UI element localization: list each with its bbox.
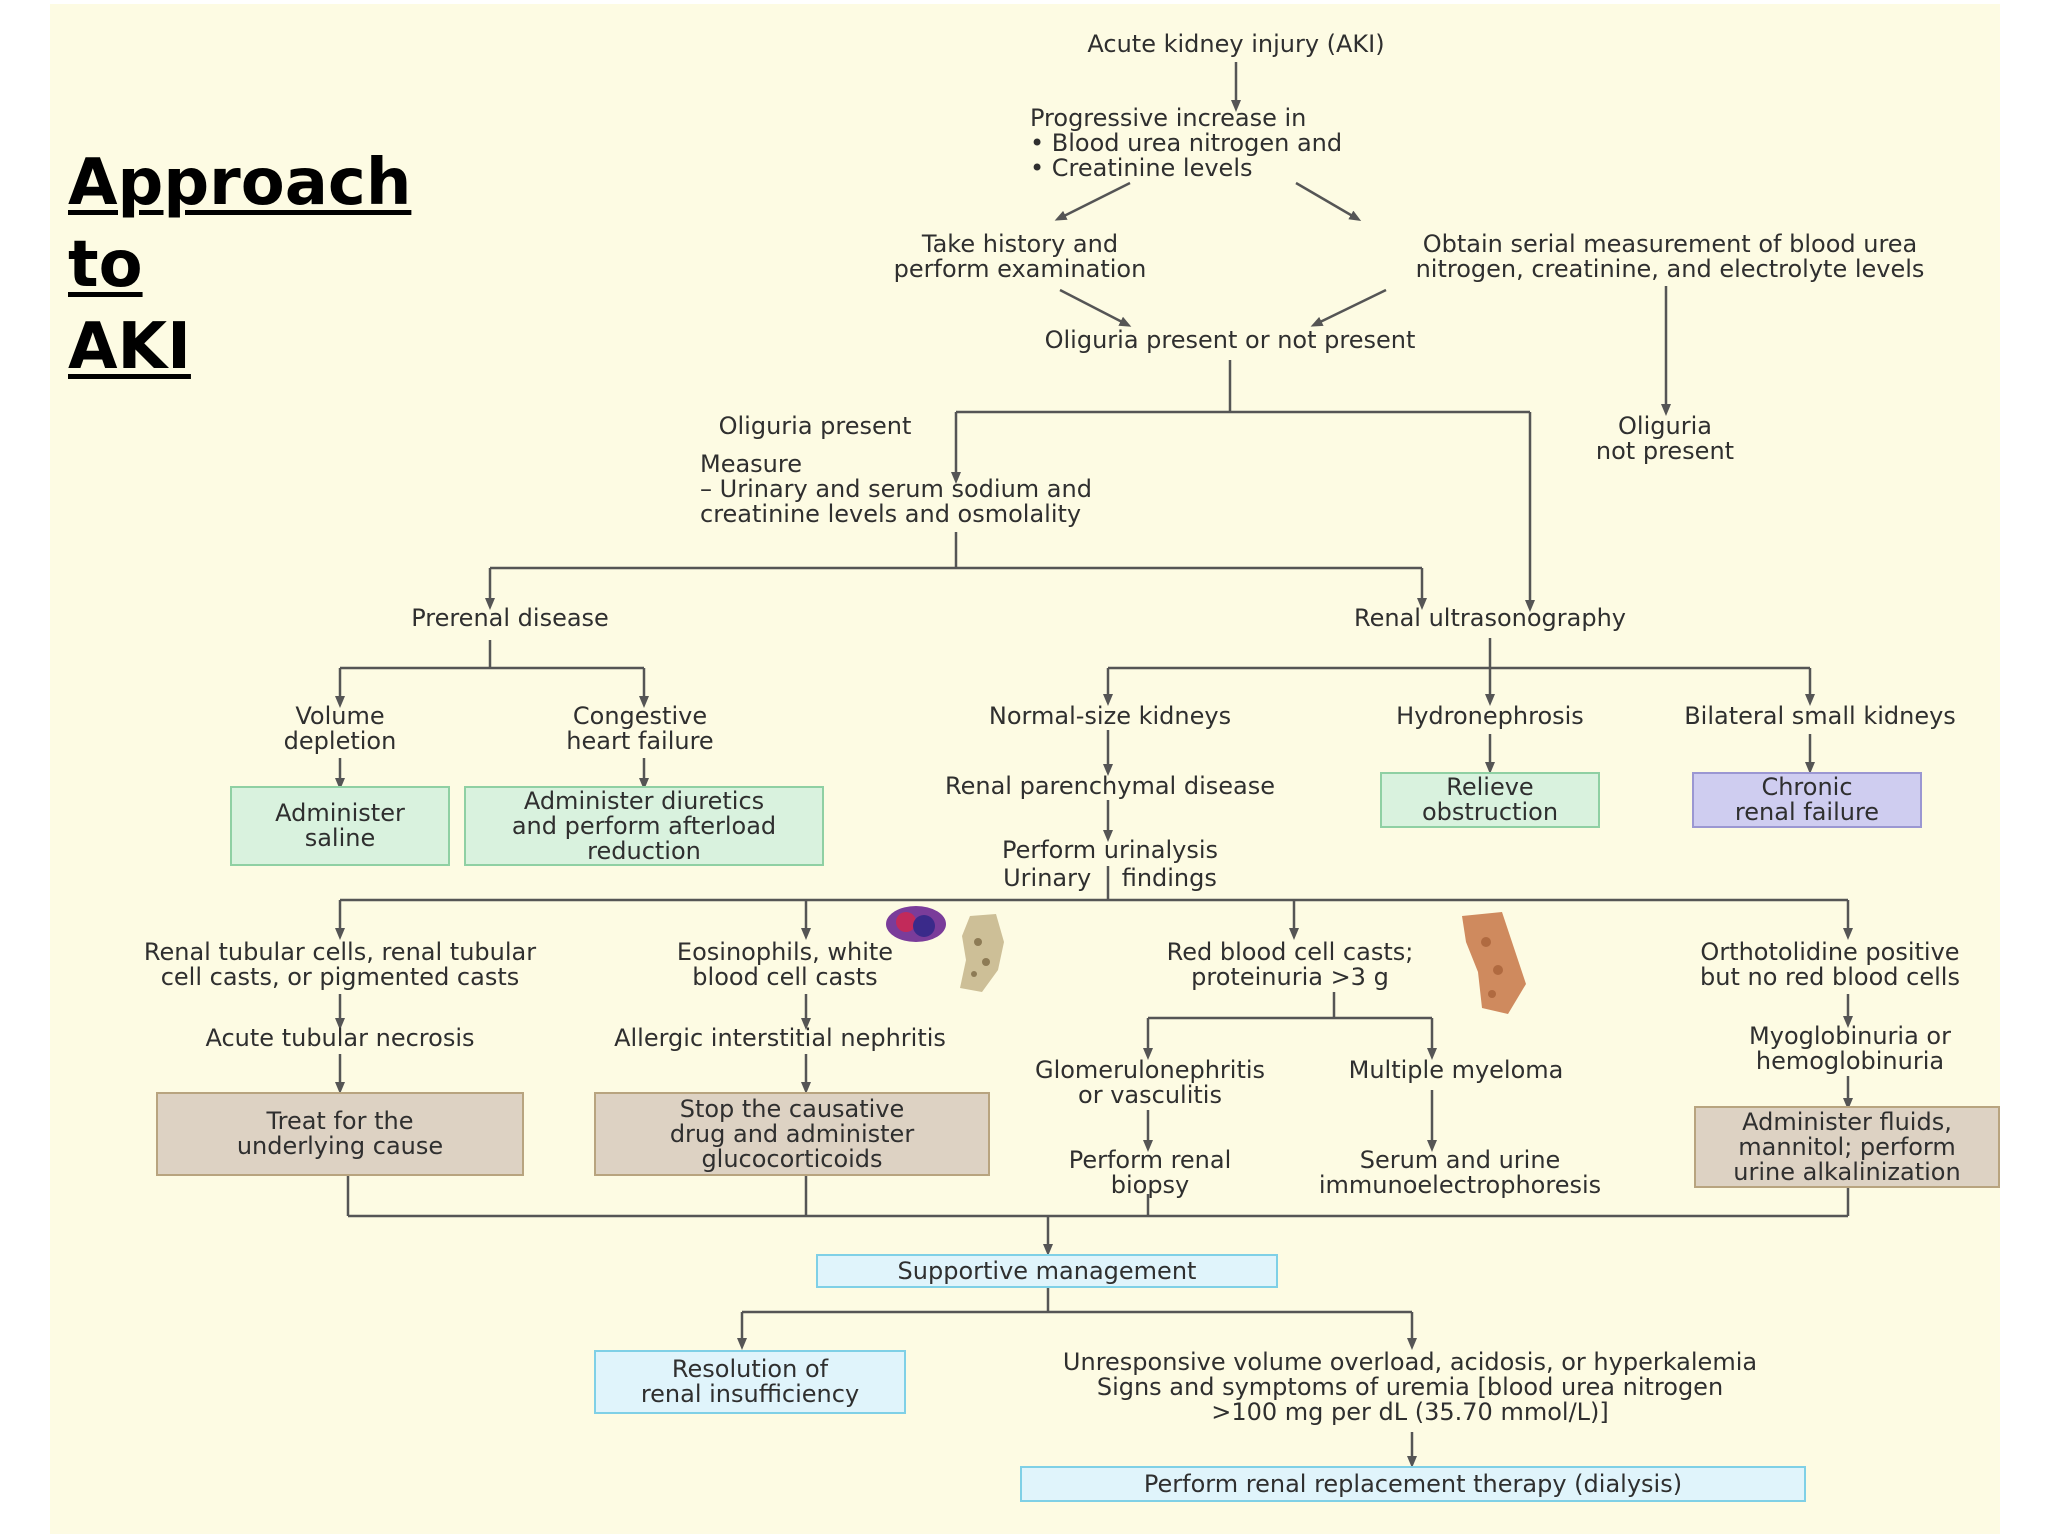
- node-serial-measurement: Obtain serial measurement of blood urea …: [1415, 230, 1925, 283]
- box-administer-fluids-label: Administer fluids, mannitol; perform uri…: [1733, 1107, 1961, 1186]
- node-renal-parenchymal-disease: Renal parenchymal disease: [945, 772, 1275, 800]
- box-treat-underlying-cause-label: Treat for the underlying cause: [236, 1107, 444, 1160]
- box-dialysis-label: Perform renal replacement therapy (dialy…: [1143, 1469, 1683, 1498]
- node-oliguria-not-present: Oliguria not present: [1595, 412, 1735, 465]
- box-supportive-management: Supportive management: [816, 1254, 1278, 1288]
- node-aki: Acute kidney injury (AKI): [1087, 30, 1385, 58]
- box-administer-diuretics-label: Administer diuretics and perform afterlo…: [511, 786, 777, 865]
- box-relieve-obstruction: Relieve obstruction: [1380, 772, 1600, 828]
- node-measure: Measure – Urinary and serum sodium and c…: [700, 450, 1092, 528]
- node-allergic-interstitial-nephritis: Allergic interstitial nephritis: [614, 1024, 946, 1052]
- box-administer-diuretics: Administer diuretics and perform afterlo…: [464, 786, 824, 866]
- node-renal-ultrasonography: Renal ultrasonography: [1354, 604, 1626, 632]
- node-progressive-increase: Progressive increase in • Blood urea nit…: [1030, 104, 1343, 182]
- node-renal-tubular-cells: Renal tubular cells, renal tubular cell …: [143, 938, 537, 991]
- box-resolution-label: Resolution of renal insufficiency: [640, 1355, 860, 1408]
- node-congestive-heart-failure: Congestive heart failure: [566, 702, 714, 755]
- node-eosinophils: Eosinophils, white blood cell casts: [676, 938, 894, 991]
- node-acute-tubular-necrosis: Acute tubular necrosis: [205, 1024, 475, 1052]
- node-rbc-casts: Red blood cell casts; proteinuria >3 g: [1166, 938, 1414, 991]
- node-oliguria-present: Oliguria present: [718, 412, 912, 440]
- node-unresponsive-overload: Unresponsive volume overload, acidosis, …: [1062, 1348, 1758, 1426]
- node-glomerulonephritis: Glomerulonephritis or vasculitis: [1034, 1056, 1266, 1109]
- node-multiple-myeloma: Multiple myeloma: [1348, 1056, 1564, 1084]
- node-urinary-findings: Urinary findings: [1003, 864, 1217, 892]
- box-chronic-renal-failure-label: Chronic renal failure: [1734, 773, 1880, 826]
- page-title: Approach to AKI: [68, 146, 412, 384]
- white-cell-cast-image: [960, 914, 1004, 992]
- node-normal-size-kidneys: Normal-size kidneys: [988, 702, 1232, 730]
- node-hydronephrosis: Hydronephrosis: [1396, 702, 1584, 730]
- box-supportive-management-label: Supportive management: [897, 1256, 1197, 1285]
- node-perform-urinalysis: Perform urinalysis: [1001, 836, 1219, 864]
- box-stop-causative-drug: Stop the causative drug and administer g…: [594, 1092, 990, 1176]
- node-bilateral-small-kidneys: Bilateral small kidneys: [1684, 702, 1956, 730]
- box-stop-causative-drug-label: Stop the causative drug and administer g…: [669, 1094, 915, 1173]
- node-orthotolidine: Orthotolidine positive but no red blood …: [1700, 940, 1960, 990]
- node-oliguria-question: Oliguria present or not present: [1044, 326, 1416, 354]
- node-volume-depletion: Volume depletion: [283, 702, 397, 755]
- box-administer-fluids: Administer fluids, mannitol; perform uri…: [1694, 1106, 2000, 1188]
- box-treat-underlying-cause: Treat for the underlying cause: [156, 1092, 524, 1176]
- arrow-progressive-to-history: [1054, 181, 1131, 221]
- box-administer-saline: Administer saline: [230, 786, 450, 866]
- box-resolution: Resolution of renal insufficiency: [594, 1350, 906, 1414]
- node-immunoelectrophoresis: Serum and urine immunoelectrophoresis: [1318, 1146, 1602, 1199]
- box-administer-saline-label: Administer saline: [275, 799, 405, 852]
- box-dialysis: Perform renal replacement therapy (dialy…: [1020, 1466, 1806, 1502]
- arrow-progressive-to-serial: [1295, 181, 1362, 222]
- eosinophil-cell-image: [886, 906, 946, 942]
- node-myoglobinuria: Myoglobinuria or hemoglobinuria: [1749, 1022, 1951, 1075]
- node-renal-biopsy: Perform renal biopsy: [1068, 1146, 1232, 1199]
- arrow-history-to-oliguria: [1059, 288, 1132, 327]
- arrow-serial-to-oliguria: [1310, 288, 1387, 327]
- node-take-history: Take history and perform examination: [893, 230, 1147, 283]
- red-cell-cast-image: [1462, 912, 1526, 1014]
- box-chronic-renal-failure: Chronic renal failure: [1692, 772, 1922, 828]
- node-prerenal-disease: Prerenal disease: [411, 604, 609, 632]
- box-relieve-obstruction-label: Relieve obstruction: [1421, 773, 1559, 826]
